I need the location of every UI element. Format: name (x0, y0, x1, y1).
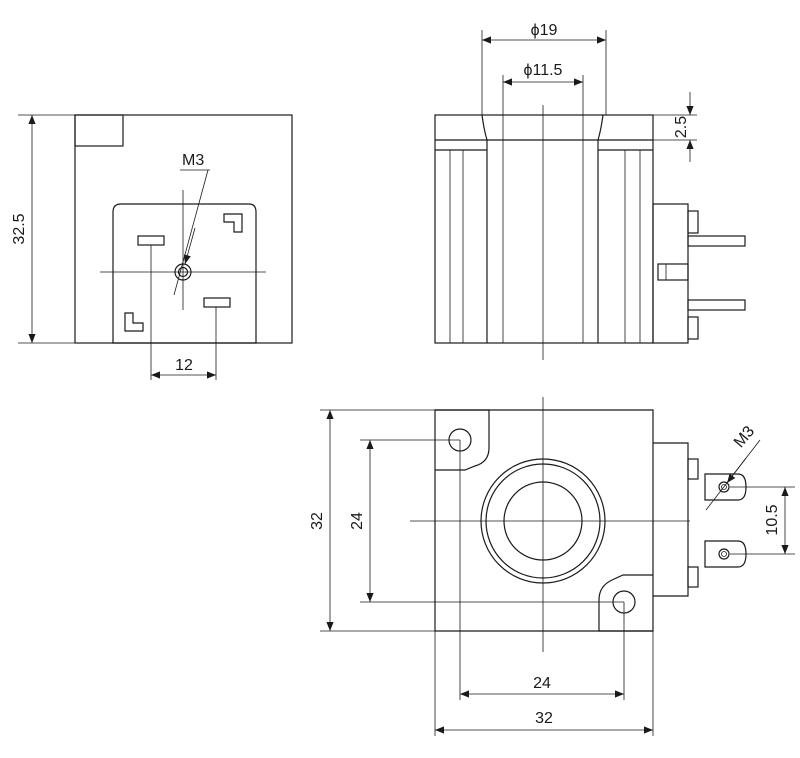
front-view: 32.5 M3 12 (11, 114, 293, 380)
front-pin-slot-upper (137, 235, 165, 246)
side-terminal-upper-cap (687, 210, 699, 234)
front-body-outline (74, 114, 293, 344)
front-ground-marker-upper (223, 213, 243, 233)
side-body-outline (434, 114, 654, 344)
bottom-terminal-hole-upper-inner (721, 484, 727, 490)
side-terminal-lower-cap (687, 316, 699, 340)
bottom-corner-lug-top-left (435, 409, 490, 471)
bottom-tspace-label: 10.5 (764, 504, 781, 535)
bottom-h32-label: 32 (309, 512, 326, 530)
front-thread-label: M3 (182, 152, 204, 169)
front-top-tab (74, 114, 124, 147)
side-view: ϕ19 ϕ11.5 2.5 (434, 22, 746, 360)
bottom-h24-label: 24 (349, 512, 366, 530)
side-boss-left-edge (481, 114, 488, 141)
front-spacing-label: 12 (175, 357, 193, 374)
bottom-w32-label: 32 (535, 710, 553, 727)
side-terminal-pin-upper (687, 235, 746, 247)
front-thread-leader (173, 169, 209, 296)
front-pin-slot-lower (203, 297, 231, 308)
bottom-view: M3 10.5 32 24 24 32 (309, 397, 795, 736)
bottom-w24-label: 24 (533, 675, 551, 692)
bottom-corner-lug-bottom-right (598, 574, 653, 632)
front-height-label: 32.5 (11, 213, 28, 244)
side-terminal-pin-lower (687, 299, 746, 311)
bottom-thread-arrow (726, 457, 747, 484)
bottom-terminal-hole-lower (718, 548, 730, 560)
side-dia19-label: ϕ19 (531, 22, 558, 39)
front-connector-socket (112, 203, 257, 344)
front-ground-marker-lower (124, 312, 144, 332)
bottom-terminal-cap-upper (687, 458, 699, 480)
bottom-terminal-cap-lower (687, 566, 699, 588)
side-dia115-label: ϕ11.5 (524, 62, 563, 79)
bottom-terminal-hole-upper (718, 481, 730, 493)
bottom-terminal-hole-lower-inner (721, 551, 727, 557)
bottom-body-outline (434, 409, 654, 632)
front-thread-arrow (183, 227, 196, 265)
side-boss-right-edge (597, 114, 604, 141)
bottom-thread-label: M3 (731, 423, 758, 451)
side-flange-label: 2.5 (673, 116, 690, 138)
side-terminal-latch (657, 263, 689, 281)
bottom-terminal-housing (653, 442, 689, 597)
